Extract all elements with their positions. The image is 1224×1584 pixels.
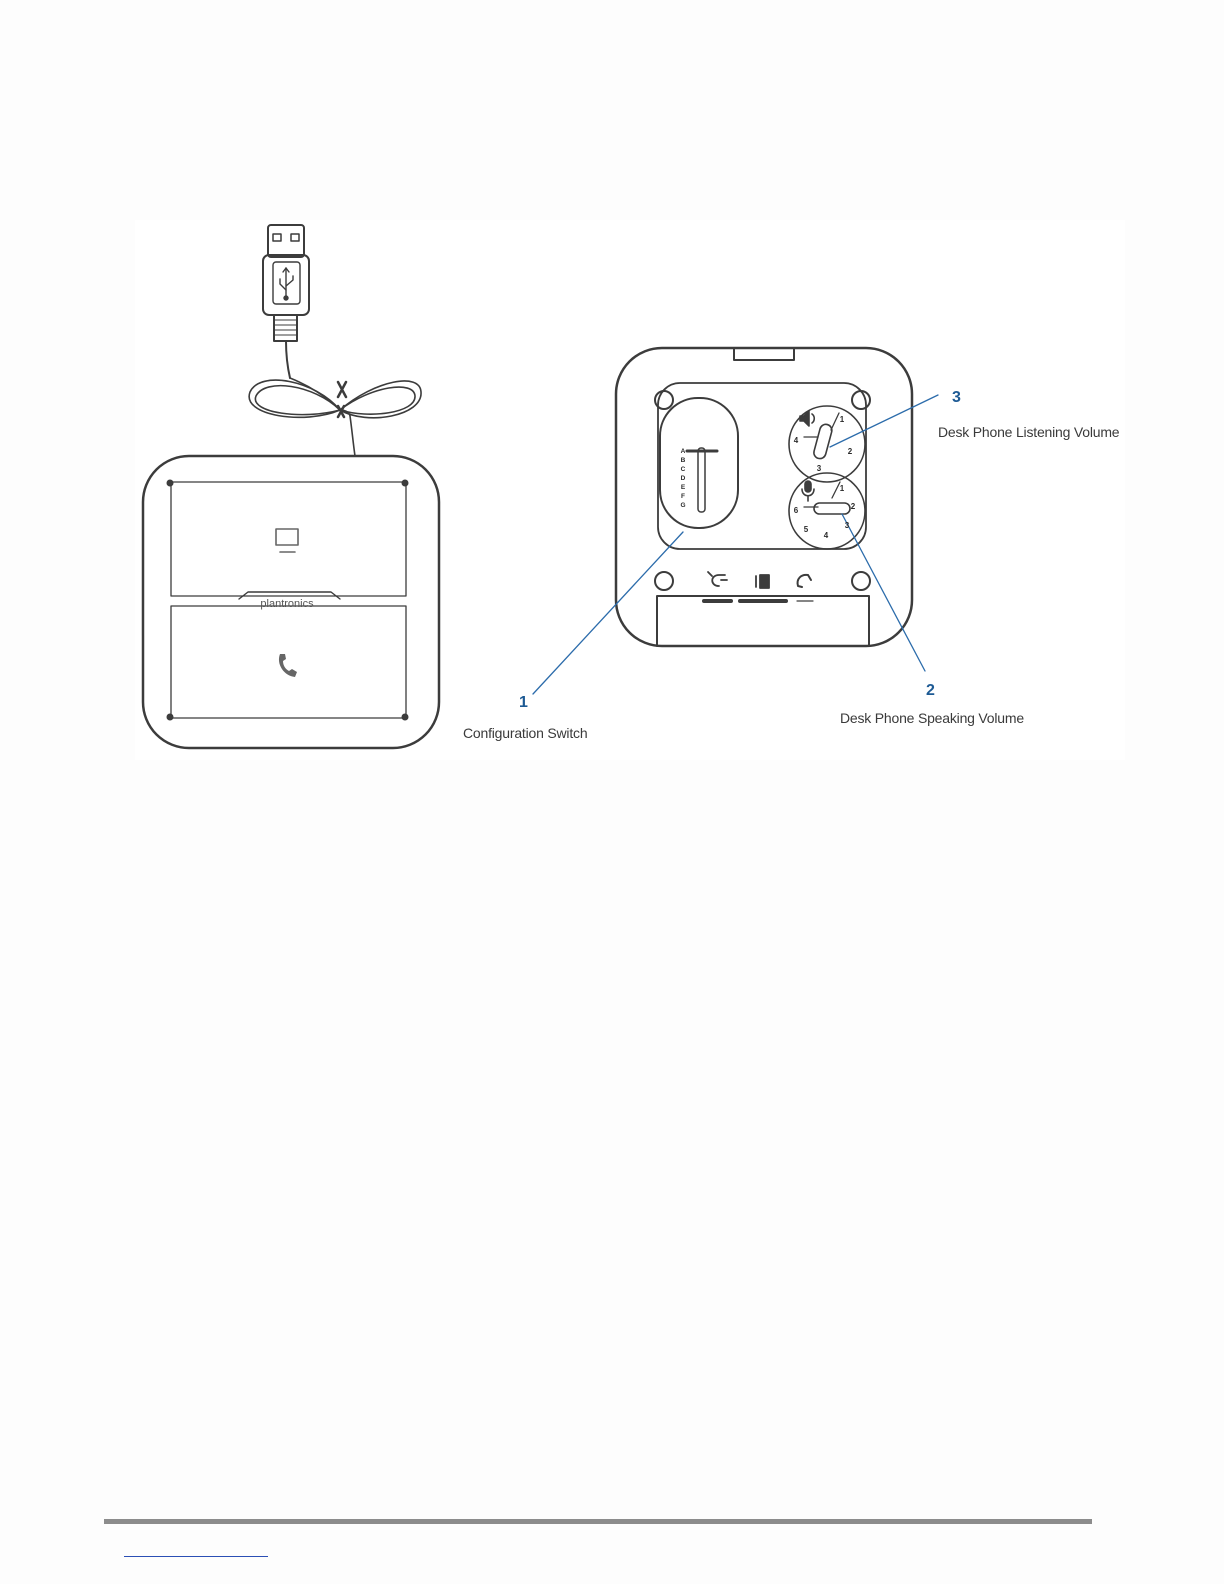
dial-number: 1 <box>840 484 845 493</box>
callout-label-configuration-switch: Configuration Switch <box>463 725 587 741</box>
product-diagram: plantronics A B C D E F G 1 2 3 4 1 2 3 … <box>135 220 1125 760</box>
dial-number: 2 <box>848 447 853 456</box>
callout-label-listening-volume: Desk Phone Listening Volume <box>938 424 1119 440</box>
callout-number-3: 3 <box>952 389 961 407</box>
footer-rule <box>104 1519 1092 1524</box>
callout-leaders <box>533 395 938 694</box>
dial-number: 4 <box>824 531 829 540</box>
footer-link-underline[interactable] <box>124 1556 268 1557</box>
diagram-drawing: plantronics A B C D E F G 1 2 3 4 1 2 3 … <box>135 220 1125 760</box>
dial-number: 3 <box>845 521 850 530</box>
monitor-icon <box>276 529 298 552</box>
switch-letter: D <box>681 475 686 482</box>
handset-icon <box>798 575 811 587</box>
dial-number: 6 <box>794 506 799 515</box>
callout-label-speaking-volume: Desk Phone Speaking Volume <box>840 710 1024 726</box>
usb-connector <box>263 225 309 378</box>
hub-rear <box>616 348 912 646</box>
microphone-icon <box>802 481 814 501</box>
switch-letter: G <box>680 502 685 509</box>
mobile-icon <box>756 575 769 588</box>
speaker-icon <box>800 411 814 426</box>
headset-icon <box>708 572 727 586</box>
dial-number: 2 <box>851 502 856 511</box>
switch-letter: C <box>681 466 686 473</box>
switch-letters: A B C D E F G <box>680 448 685 509</box>
usb-cable <box>249 378 421 456</box>
dial-number: 3 <box>817 464 822 473</box>
switch-letter: F <box>681 493 685 500</box>
usb-icon <box>273 262 300 304</box>
callout-number-2: 2 <box>926 682 935 700</box>
callout-number-1: 1 <box>519 694 528 712</box>
dial-number: 4 <box>794 436 799 445</box>
switch-letter: E <box>681 484 686 491</box>
switch-letter: B <box>681 457 686 464</box>
brand-mark: plantronics <box>260 598 314 610</box>
dial-number: 1 <box>840 415 845 424</box>
listen-dial-numbers: 1 2 3 4 <box>794 415 853 473</box>
phone-icon <box>279 654 297 677</box>
dial-number: 5 <box>804 525 809 534</box>
switch-letter: A <box>681 448 686 455</box>
